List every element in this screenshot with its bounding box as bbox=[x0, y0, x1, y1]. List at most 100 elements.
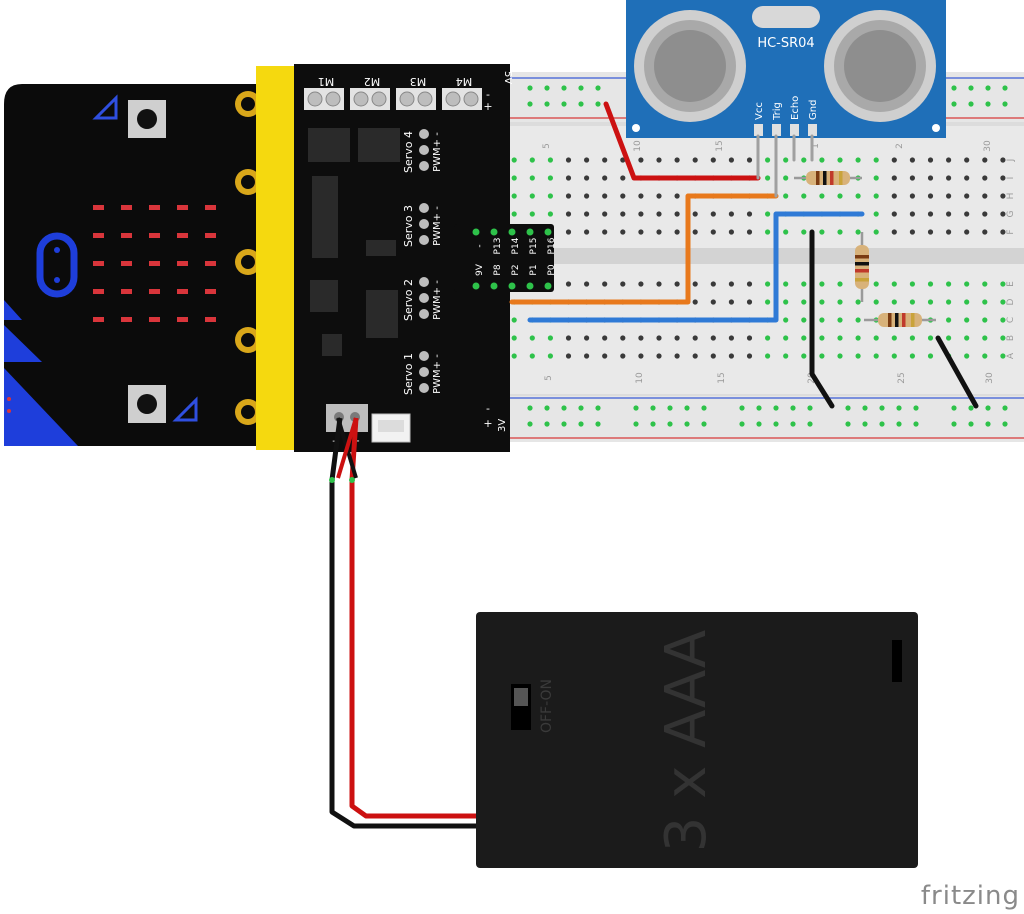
chip bbox=[310, 280, 338, 312]
led bbox=[149, 233, 160, 238]
sensor-pin bbox=[790, 124, 799, 136]
sensor-pin-label: Trig bbox=[772, 102, 783, 121]
chip bbox=[322, 334, 342, 356]
chip bbox=[366, 240, 396, 256]
triangle-a-icon bbox=[92, 94, 118, 120]
row-letter: J bbox=[1006, 159, 1016, 163]
sensor-pin-label: Gnd bbox=[808, 100, 819, 120]
gpio-label: P2 bbox=[511, 264, 521, 275]
led bbox=[93, 317, 104, 322]
servo-pin bbox=[419, 161, 429, 171]
wire-echo bbox=[527, 211, 865, 323]
gpio-label: P15 bbox=[529, 238, 539, 255]
row-letter: A bbox=[1006, 352, 1016, 359]
column-number: 2 bbox=[895, 143, 905, 149]
led bbox=[177, 233, 188, 238]
power-5v-label: 5V bbox=[502, 71, 513, 84]
breadboard-bottom-rail bbox=[450, 396, 1024, 442]
resistor bbox=[864, 313, 936, 327]
column-number: 25 bbox=[897, 372, 907, 383]
gpio-label: P16 bbox=[547, 237, 557, 254]
battery-case bbox=[476, 612, 918, 868]
column-number: 10 bbox=[635, 372, 645, 384]
chip bbox=[358, 128, 400, 162]
column-number: 15 bbox=[717, 372, 727, 383]
row-letter: C bbox=[1006, 317, 1016, 323]
gpio-label: 9V bbox=[475, 263, 485, 276]
edge-slot-yellow bbox=[256, 66, 296, 450]
servo-label: Servo 3 bbox=[402, 205, 415, 247]
motor-label: M4 bbox=[456, 75, 473, 88]
led bbox=[205, 289, 216, 294]
sensor-pin bbox=[754, 124, 763, 136]
servo-pin bbox=[419, 277, 429, 287]
servo-pin bbox=[419, 351, 429, 361]
led bbox=[205, 233, 216, 238]
led-matrix bbox=[93, 205, 216, 322]
chip bbox=[308, 128, 350, 162]
servo-pin bbox=[419, 203, 429, 213]
servo-pin bbox=[419, 367, 429, 377]
motor-label: M3 bbox=[410, 75, 427, 88]
sensor-pin-label: Vcc bbox=[754, 102, 765, 120]
battery-pack: OFF-ON 3 x AAA bbox=[329, 417, 918, 868]
servo-label: Servo 4 bbox=[402, 131, 415, 173]
column-number: 1 bbox=[811, 143, 821, 149]
sensor-pin bbox=[772, 124, 781, 136]
fritzing-watermark: fritzing bbox=[921, 881, 1020, 911]
gpio-label: - bbox=[475, 244, 485, 247]
led bbox=[93, 205, 104, 210]
led bbox=[177, 289, 188, 294]
led bbox=[177, 205, 188, 210]
rail-minus-label: - bbox=[486, 88, 490, 101]
servo-label: Servo 1 bbox=[402, 353, 415, 395]
led bbox=[149, 289, 160, 294]
servo-pin-label: PWM+ - bbox=[432, 206, 443, 246]
servo-pin bbox=[419, 309, 429, 319]
transducer-right bbox=[824, 10, 936, 122]
led bbox=[121, 261, 132, 266]
breadboard-center-channel bbox=[450, 248, 1024, 264]
edge-connector-pads bbox=[235, 91, 261, 425]
sensor-pin bbox=[808, 124, 817, 136]
column-number: 15 bbox=[715, 140, 725, 151]
servo-pin bbox=[419, 145, 429, 155]
battery-wire-black bbox=[329, 417, 480, 829]
column-number: 30 bbox=[985, 372, 995, 384]
crystal bbox=[752, 6, 820, 28]
microbit-logo-icon bbox=[36, 232, 78, 298]
row-letter: I bbox=[1006, 177, 1016, 180]
gpio-label: P0 bbox=[547, 264, 557, 275]
led bbox=[121, 233, 132, 238]
row-letter: D bbox=[1006, 298, 1016, 305]
led bbox=[149, 205, 160, 210]
sensor-name: HC-SR04 bbox=[757, 36, 814, 51]
button-a[interactable] bbox=[128, 100, 166, 138]
servo-pin bbox=[419, 219, 429, 229]
led bbox=[205, 261, 216, 266]
chip bbox=[366, 290, 398, 338]
column-number: 5 bbox=[544, 375, 554, 381]
gpio-label: P8 bbox=[493, 264, 503, 275]
led bbox=[121, 317, 132, 322]
led bbox=[149, 261, 160, 266]
microbit-board bbox=[4, 84, 268, 446]
power-terminal bbox=[326, 404, 368, 432]
led bbox=[121, 289, 132, 294]
gpio-label: P13 bbox=[493, 238, 503, 255]
wires bbox=[509, 101, 979, 409]
wire-trig bbox=[509, 193, 779, 305]
button-b[interactable] bbox=[128, 385, 166, 423]
led bbox=[177, 317, 188, 322]
resistors bbox=[794, 171, 936, 327]
power-switch[interactable] bbox=[511, 684, 531, 730]
rail-minus-label-bottom: - bbox=[486, 402, 490, 415]
servo-pin bbox=[419, 293, 429, 303]
battery-label: 3 x AAA bbox=[654, 630, 719, 852]
transducer-left bbox=[634, 10, 746, 122]
